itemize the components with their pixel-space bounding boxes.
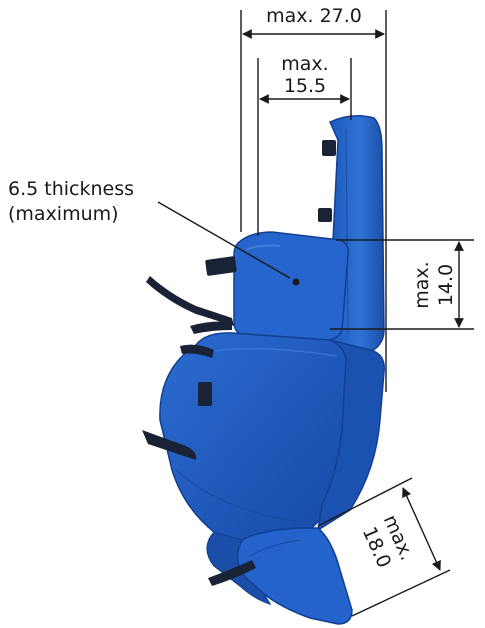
- callout-line-2: (maximum): [8, 203, 119, 225]
- strap-buckle: [205, 256, 237, 276]
- height-label-prefix: max.: [411, 261, 433, 308]
- strap-top: [146, 276, 234, 326]
- strap-middle: [190, 321, 232, 334]
- strap-bottom: [208, 560, 256, 586]
- seat-label-value: 15.5: [284, 75, 326, 97]
- height-label-value: 14.0: [435, 264, 457, 306]
- callout-line-1: 6.5 thickness: [8, 178, 134, 200]
- height-label: max. 14.0: [411, 261, 457, 308]
- strap-side: [180, 344, 214, 358]
- extension-line-depth-bottom: [351, 569, 451, 617]
- leg-rest: [236, 527, 353, 625]
- dimension-lines: [157, 10, 474, 617]
- strap-lower: [142, 430, 197, 460]
- callout-point: [292, 278, 300, 286]
- width-label: max. 27.0: [266, 5, 362, 27]
- clip: [322, 140, 336, 156]
- callout-leader: [157, 201, 291, 279]
- clip: [318, 208, 332, 222]
- depth-label: max. 18.0: [358, 512, 418, 572]
- upper-cushion: [233, 231, 350, 341]
- seat-label-prefix: max.: [281, 53, 328, 75]
- extension-line-depth-top: [317, 477, 413, 527]
- dimension-arrow-depth: [402, 487, 441, 571]
- seat-insert-illustration: [142, 115, 385, 625]
- strap-clip: [198, 382, 212, 406]
